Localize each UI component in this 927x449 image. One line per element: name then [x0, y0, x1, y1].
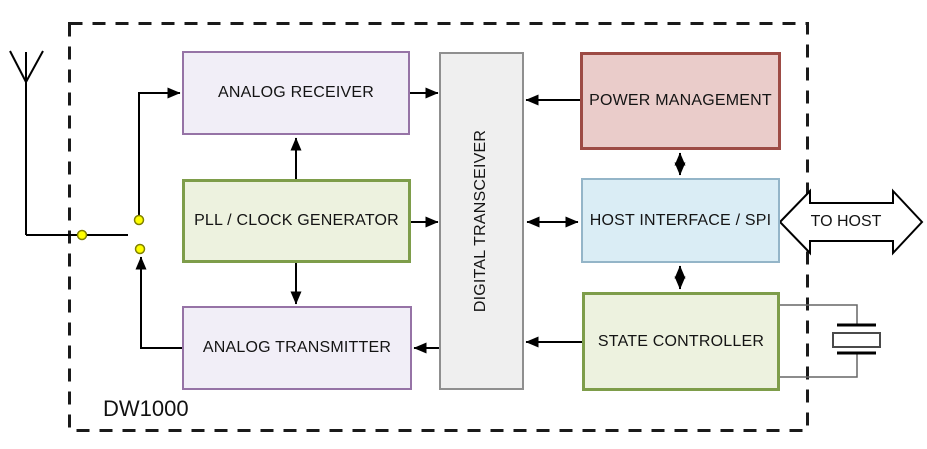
block-host-interface-spi-label: HOST INTERFACE / SPI — [589, 211, 772, 229]
block-host-interface-spi: HOST INTERFACE / SPI — [581, 178, 780, 263]
block-pll-clock-generator: PLL / CLOCK GENERATOR — [182, 179, 411, 263]
crystal-bottom-lead — [780, 353, 858, 378]
crystal-oscillator-icon — [780, 304, 881, 378]
antenna-icon — [9, 50, 128, 236]
rf-switch-pole-dot — [76, 229, 88, 241]
block-power-management-label: POWER MANAGEMENT — [589, 92, 772, 109]
to-host-label: TO HOST — [810, 213, 882, 230]
connector-transmitter-to-switch — [135, 256, 182, 349]
rf-switch-icon — [76, 214, 146, 255]
rf-switch-tx-dot — [134, 243, 146, 255]
rf-switch-rx-dot — [133, 214, 145, 226]
block-state-controller-label: STATE CONTROLLER — [597, 332, 765, 350]
chip-label: DW1000 — [103, 396, 189, 421]
block-digital-transceiver-label: DIGITAL TRANSCEIVER — [472, 129, 490, 313]
connector-switch-to-receiver — [138, 87, 181, 216]
block-analog-receiver-label: ANALOG RECEIVER — [218, 84, 374, 101]
antenna-v-left — [9, 50, 27, 83]
block-power-management: POWER MANAGEMENT — [580, 52, 781, 150]
block-state-controller: STATE CONTROLLER — [582, 292, 780, 391]
crystal-top-lead — [780, 304, 858, 325]
block-analog-transmitter: ANALOG TRANSMITTER — [182, 306, 412, 390]
crystal-body — [832, 332, 881, 348]
block-pll-clock-generator-label: PLL / CLOCK GENERATOR — [194, 212, 399, 229]
block-digital-transceiver: DIGITAL TRANSCEIVER — [439, 52, 524, 390]
block-analog-transmitter-label: ANALOG TRANSMITTER — [202, 339, 392, 356]
block-analog-receiver: ANALOG RECEIVER — [182, 51, 410, 135]
antenna-v-right — [25, 50, 44, 83]
